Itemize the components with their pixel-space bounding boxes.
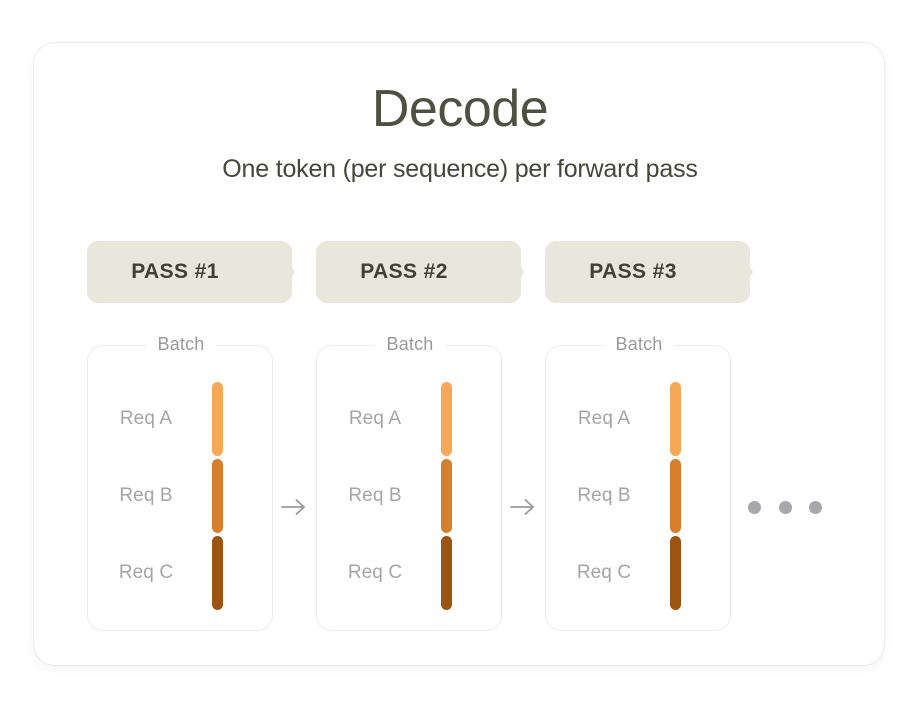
token-bar (441, 536, 452, 610)
token-bar (212, 536, 223, 610)
list-item: Req C (317, 534, 503, 612)
chevron-right-icon (721, 241, 753, 303)
chevron-right-icon (492, 241, 524, 303)
batch-legend: Batch (88, 334, 274, 355)
request-label: Req B (577, 485, 631, 506)
pass-banner-3: PASS #3 (545, 241, 753, 303)
batch-card-2: Batch Req A Req B Req C (316, 334, 503, 632)
decode-card: Decode One token (per sequence) per forw… (33, 42, 885, 666)
token-bar (212, 459, 223, 533)
request-list: Req A Req B Req C (88, 378, 274, 632)
pass-banner-row: PASS #1 PASS #2 PASS #3 (34, 241, 886, 303)
ellipsis-dot (778, 500, 792, 514)
request-label: Req A (348, 408, 402, 429)
request-list: Req A Req B Req C (317, 378, 503, 632)
list-item: Req A (88, 380, 274, 458)
batch-legend: Batch (546, 334, 732, 355)
request-label: Req B (348, 485, 402, 506)
ellipsis-dot (748, 500, 761, 514)
pass-banner-label: PASS #1 (131, 260, 219, 283)
chevron-right-icon (263, 241, 295, 303)
arrow-right-icon (279, 495, 309, 519)
list-item: Req C (546, 534, 732, 612)
arrow-right-icon (508, 495, 538, 519)
list-item: Req A (546, 380, 732, 458)
request-label: Req A (577, 408, 631, 429)
token-bar (441, 459, 452, 533)
token-bar (670, 382, 681, 456)
batch-legend: Batch (317, 334, 503, 355)
page-subtitle: One token (per sequence) per forward pas… (222, 155, 698, 183)
request-label: Req C (576, 562, 632, 583)
token-bar (212, 382, 223, 456)
pass-banner-2: PASS #2 (316, 241, 524, 303)
list-item: Req B (88, 457, 274, 535)
request-label: Req B (119, 485, 173, 506)
token-bar (441, 382, 452, 456)
request-list: Req A Req B Req C (546, 378, 732, 632)
batch-row: Batch Req A Req B Req C (34, 334, 886, 632)
list-item: Req B (546, 457, 732, 535)
ellipsis-dot (809, 500, 822, 514)
list-item: Req C (88, 534, 274, 612)
request-label: Req A (119, 408, 173, 429)
pass-banner-1: PASS #1 (87, 241, 295, 303)
pass-banner-label: PASS #3 (589, 260, 677, 283)
list-item: Req B (317, 457, 503, 535)
pass-banner-label: PASS #2 (360, 260, 448, 283)
batch-legend-text: Batch (375, 334, 445, 354)
batch-card-3: Batch Req A Req B Req C (545, 334, 732, 632)
token-bar (670, 536, 681, 610)
request-label: Req C (118, 562, 174, 583)
list-item: Req A (317, 380, 503, 458)
token-bar (670, 459, 681, 533)
batch-legend-text: Batch (146, 334, 216, 354)
ellipsis-icon (748, 497, 822, 517)
request-label: Req C (347, 562, 403, 583)
batch-card-1: Batch Req A Req B Req C (87, 334, 274, 632)
batch-legend-text: Batch (604, 334, 674, 354)
page-title: Decode (371, 80, 549, 138)
